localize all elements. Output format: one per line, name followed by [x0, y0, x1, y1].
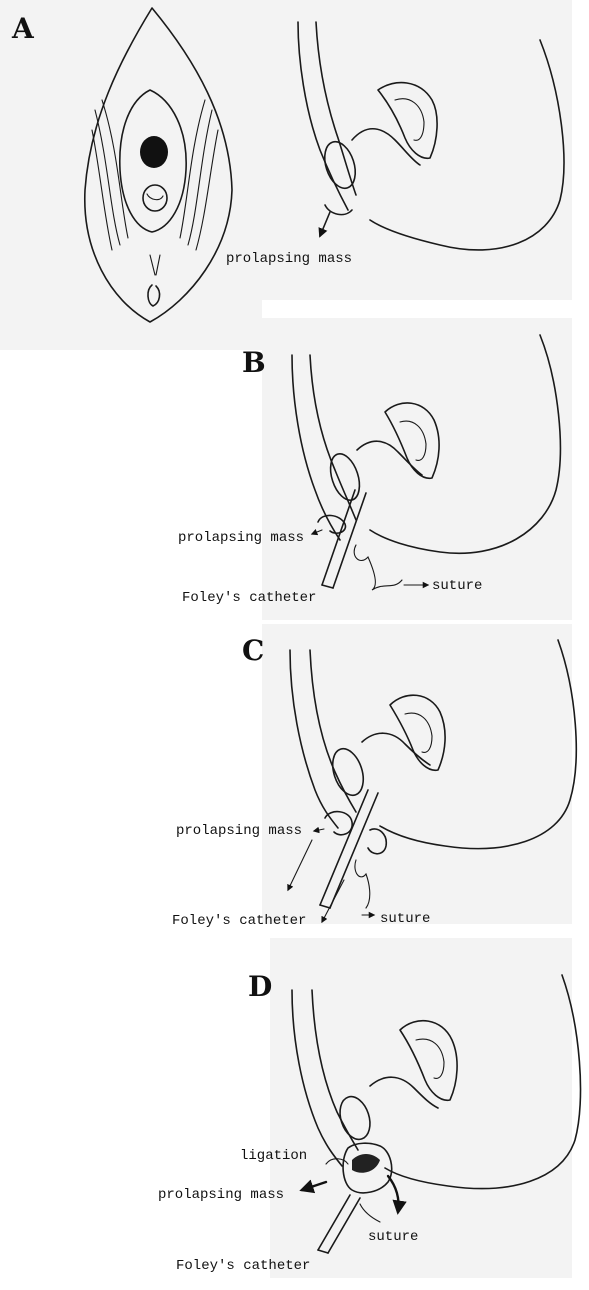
panel-a-perineal-background — [0, 0, 262, 350]
panel-d-background — [270, 938, 572, 1278]
label-foley-catheter-c: Foley's catheter — [172, 913, 306, 929]
panel-a-letter: A — [11, 12, 35, 45]
panel-b: B prolapsing mass Foley's catheter sutur… — [178, 318, 572, 620]
panel-b-letter: B — [242, 346, 266, 379]
panel-d-letter: D — [248, 970, 272, 1003]
label-foley-catheter-b: Foley's catheter — [182, 590, 316, 606]
label-prolapsing-mass-d: prolapsing mass — [158, 1187, 284, 1203]
panel-c: C prolapsing mass Foley's catheter sutur… — [172, 624, 576, 929]
label-prolapsing-mass-b: prolapsing mass — [178, 530, 304, 546]
label-suture-b: suture — [432, 578, 482, 594]
panel-d: D ligation prolapsing mass suture Foley'… — [158, 938, 581, 1278]
label-foley-catheter-d: Foley's catheter — [176, 1258, 310, 1274]
label-suture-c: suture — [380, 911, 430, 927]
urethral-mass-dark — [140, 136, 168, 168]
label-prolapsing-mass-c: prolapsing mass — [176, 823, 302, 839]
panel-a: A prolapsing mass — [0, 0, 572, 350]
label-suture-d: suture — [368, 1229, 418, 1245]
panel-c-letter: C — [242, 634, 264, 667]
panel-c-background — [262, 624, 572, 924]
label-ligation-d: ligation — [240, 1148, 307, 1164]
label-prolapsing-mass-a: prolapsing mass — [226, 251, 352, 267]
